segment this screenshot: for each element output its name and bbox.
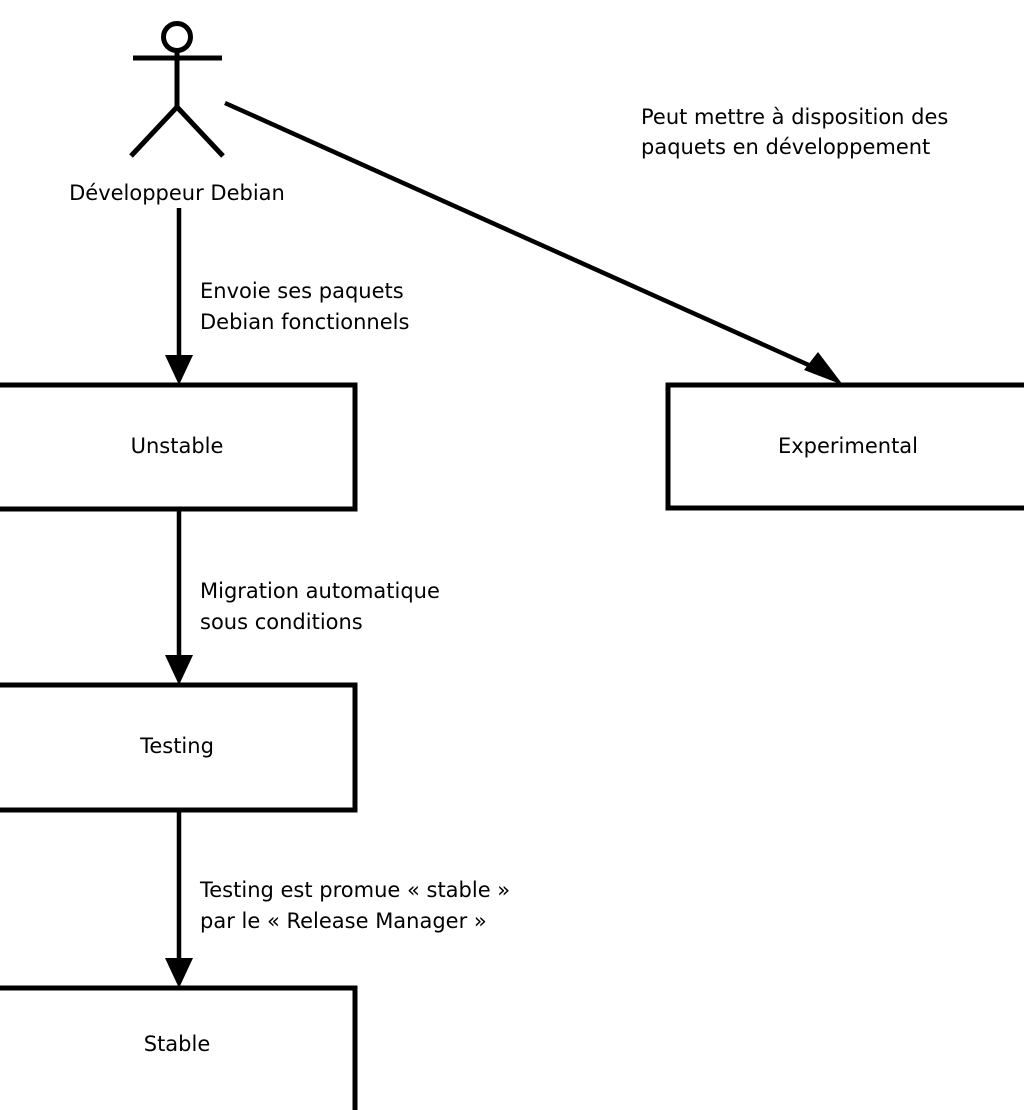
actor-developpeur-debian[interactable]: Développeur Debian <box>69 21 285 206</box>
node-stable-box <box>0 985 358 1110</box>
node-testing-label: Testing <box>139 734 214 758</box>
edge-dev-to-experimental-line <box>224 100 823 374</box>
actor-head-icon <box>161 21 193 53</box>
edge-dev-to-experimental-label-line1: Peut mettre à disposition des <box>641 105 948 129</box>
edge-dev-to-unstable-label-line1: Envoie ses paquets <box>200 279 404 303</box>
node-unstable-box <box>0 382 358 512</box>
edge-testing-to-stable-arrowhead <box>165 958 193 988</box>
node-experimental[interactable]: Experimental <box>665 382 1024 511</box>
edge-unstable-to-testing-label-line2: sous conditions <box>200 610 363 634</box>
edge-dev-to-unstable-label-line2: Debian fonctionnels <box>200 310 409 334</box>
edge-dev-to-experimental: Peut mettre à disposition des paquets en… <box>224 100 948 385</box>
edge-dev-to-unstable-arrowhead <box>165 355 193 385</box>
edge-dev-to-unstable: Envoie ses paquets Debian fonctionnels <box>165 208 409 385</box>
edge-testing-to-stable-label-line2: par le « Release Manager » <box>200 909 487 933</box>
actor-leg-left-line <box>129 105 179 158</box>
actor-label: Développeur Debian <box>69 181 285 205</box>
edge-testing-to-stable-label-line1: Testing est promue « stable » <box>199 878 510 902</box>
node-stable-label: Stable <box>144 1032 211 1056</box>
node-testing[interactable]: Testing <box>0 682 358 813</box>
node-stable[interactable]: Stable <box>0 985 358 1110</box>
actor-leg-right-line <box>175 105 225 158</box>
edge-unstable-to-testing-arrowhead <box>165 655 193 685</box>
edge-unstable-to-testing-label-line1: Migration automatique <box>200 579 440 603</box>
edge-dev-to-experimental-arrowhead <box>804 352 843 385</box>
node-unstable[interactable]: Unstable <box>0 382 358 512</box>
node-testing-box <box>0 682 358 813</box>
edge-testing-to-stable: Testing est promue « stable » par le « R… <box>165 810 510 988</box>
node-experimental-box <box>665 382 1024 511</box>
node-experimental-label: Experimental <box>778 434 918 458</box>
node-unstable-label: Unstable <box>131 434 224 458</box>
edge-unstable-to-testing: Migration automatique sous conditions <box>165 509 440 685</box>
edge-dev-to-experimental-label-line2: paquets en développement <box>641 135 930 159</box>
